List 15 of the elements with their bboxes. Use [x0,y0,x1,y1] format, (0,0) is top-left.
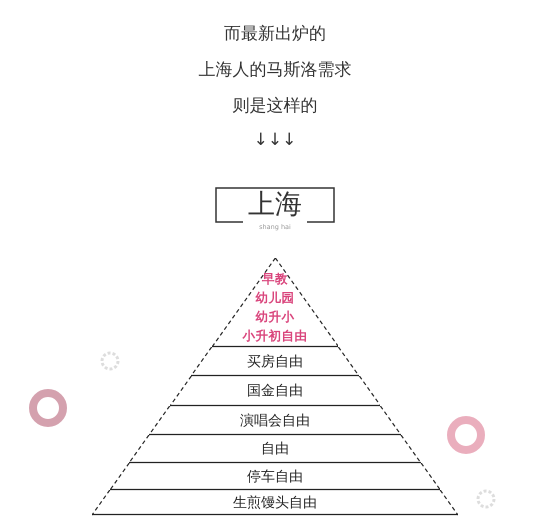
heading-text: 而最新出炉的 [224,24,326,44]
layer-text: 国金自由 [246,382,303,400]
layer-text: 停车自由 [246,468,303,486]
layer-text: 自由 [260,440,289,458]
city-title: 上海 [248,189,302,220]
layer-text: 幼儿园 [255,289,294,307]
heading-text: 则是这样的 [232,96,318,116]
layer-text: 演唱会自由 [240,412,310,430]
down-arrows-text: ↓↓↓ [254,130,296,150]
layer-text: 买房自由 [246,352,303,370]
layer-text: 幼升小 [255,308,294,326]
layer-text: 早教 [262,270,288,288]
layer-text: 小升初自由 [242,327,308,345]
heading-text: 上海人的马斯洛需求 [198,60,352,80]
layer-text: 生煎馒头自由 [232,494,317,512]
